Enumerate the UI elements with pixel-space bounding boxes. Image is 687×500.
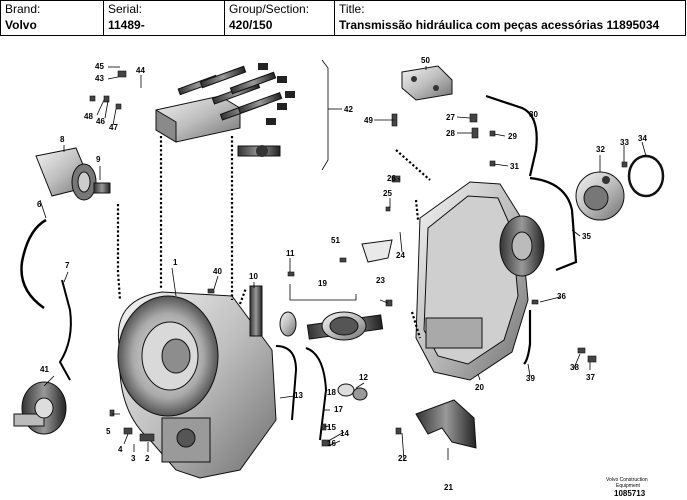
callout-27: 27 — [446, 113, 455, 122]
callout-37: 37 — [586, 373, 595, 382]
title-cell: Title: Transmissão hidráulica com peças … — [334, 0, 686, 36]
callout-numbers: 1 2 3 4 5 6 7 8 9 10 11 12 13 14 15 16 1… — [37, 56, 647, 492]
callout-11: 11 — [286, 249, 295, 258]
callout-49: 49 — [364, 116, 373, 125]
callout-10: 10 — [249, 272, 258, 281]
callout-32: 32 — [596, 145, 605, 154]
pipe-39 — [523, 310, 532, 365]
callout-14: 14 — [340, 429, 349, 438]
pipe-17 — [305, 347, 328, 441]
callout-28: 28 — [446, 129, 455, 138]
callout-18: 18 — [327, 388, 336, 397]
o-ring-34 — [627, 154, 665, 198]
brand-value: Volvo — [5, 18, 37, 32]
cover-50 — [401, 65, 453, 101]
callout-4: 4 — [118, 445, 123, 454]
title-label: Title: — [339, 2, 365, 16]
pipe-35 — [529, 176, 578, 272]
pipe-30 — [485, 94, 538, 177]
title-value: Transmissão hidráulica com peças acessór… — [339, 18, 660, 32]
callout-47: 47 — [109, 123, 118, 132]
callout-36: 36 — [557, 292, 566, 301]
callout-2: 2 — [145, 454, 150, 463]
housing-cover-24 — [415, 181, 545, 381]
small-hardware — [89, 70, 628, 447]
callout-30: 30 — [529, 110, 538, 119]
drawing-footer: Volvo Construction Equipment 1085713 — [606, 477, 648, 498]
flange-41 — [13, 381, 67, 435]
callout-7: 7 — [65, 261, 70, 270]
callout-15: 15 — [327, 423, 336, 432]
pipe-13 — [275, 345, 298, 421]
serial-cell: Serial: 11489- — [103, 0, 225, 36]
bracket-23 — [361, 239, 393, 263]
serial-value: 11489- — [108, 18, 145, 32]
callout-16: 16 — [327, 439, 336, 448]
callout-35: 35 — [582, 232, 591, 241]
pipe-6 — [20, 218, 47, 310]
callout-34: 34 — [638, 134, 647, 143]
callout-40: 40 — [213, 267, 222, 276]
callout-24: 24 — [396, 251, 405, 260]
callout-41: 41 — [40, 365, 49, 374]
footer-line2: Equipment — [616, 483, 641, 489]
callout-3: 3 — [131, 454, 136, 463]
callout-9: 9 — [96, 155, 101, 164]
serial-label: Serial: — [108, 2, 143, 16]
callout-33: 33 — [620, 138, 629, 147]
callout-29: 29 — [508, 132, 517, 141]
callout-20: 20 — [475, 383, 484, 392]
callout-31: 31 — [510, 162, 519, 171]
fitting-9 — [93, 182, 111, 194]
bushing-10 — [249, 285, 263, 337]
callout-46: 46 — [96, 117, 105, 126]
support-21 — [415, 399, 477, 449]
callout-26: 26 — [387, 174, 396, 183]
group-cell: Group/Section: 420/150 — [224, 0, 335, 36]
shaft-19 — [279, 311, 384, 341]
callout-50: 50 — [421, 56, 430, 65]
pump-32 — [575, 171, 625, 221]
drawing-number: 1085713 — [614, 489, 646, 498]
brand-cell: Brand: Volvo — [0, 0, 104, 36]
callout-22: 22 — [398, 454, 407, 463]
header-table: Brand: Volvo Serial: 11489- Group/Sectio… — [0, 0, 686, 36]
callout-25: 25 — [383, 189, 392, 198]
callout-1: 1 — [173, 258, 178, 267]
callout-44: 44 — [136, 66, 145, 75]
callout-51: 51 — [331, 236, 340, 245]
callout-38: 38 — [570, 363, 579, 372]
callout-8: 8 — [60, 135, 65, 144]
callout-19: 19 — [318, 279, 327, 288]
callout-21: 21 — [444, 483, 453, 492]
callout-6: 6 — [37, 200, 42, 209]
group-value: 420/150 — [229, 18, 273, 32]
seal-12 — [337, 383, 368, 401]
callout-43: 43 — [95, 74, 104, 83]
callout-39: 39 — [526, 374, 535, 383]
brand-label: Brand: — [5, 2, 41, 16]
leader-lines — [39, 59, 647, 461]
assembly-lines — [116, 136, 431, 339]
oil-filter-8 — [35, 147, 97, 201]
valve-block-42 — [155, 63, 295, 157]
callout-45: 45 — [95, 62, 104, 71]
transmission-housing-1 — [117, 291, 277, 479]
callout-17: 17 — [334, 405, 343, 414]
callout-5: 5 — [106, 427, 111, 436]
callout-12: 12 — [359, 373, 368, 382]
exploded-parts-diagram: 1 2 3 4 5 6 7 8 9 10 11 12 13 14 15 16 1… — [13, 56, 665, 498]
callout-42: 42 — [344, 105, 353, 114]
callout-13: 13 — [294, 391, 303, 400]
pipe-7 — [58, 279, 72, 381]
group-label: Group/Section: — [229, 2, 310, 16]
callout-48: 48 — [84, 112, 93, 121]
footer-line1: Volvo Construction — [606, 477, 648, 483]
callout-23: 23 — [376, 276, 385, 285]
